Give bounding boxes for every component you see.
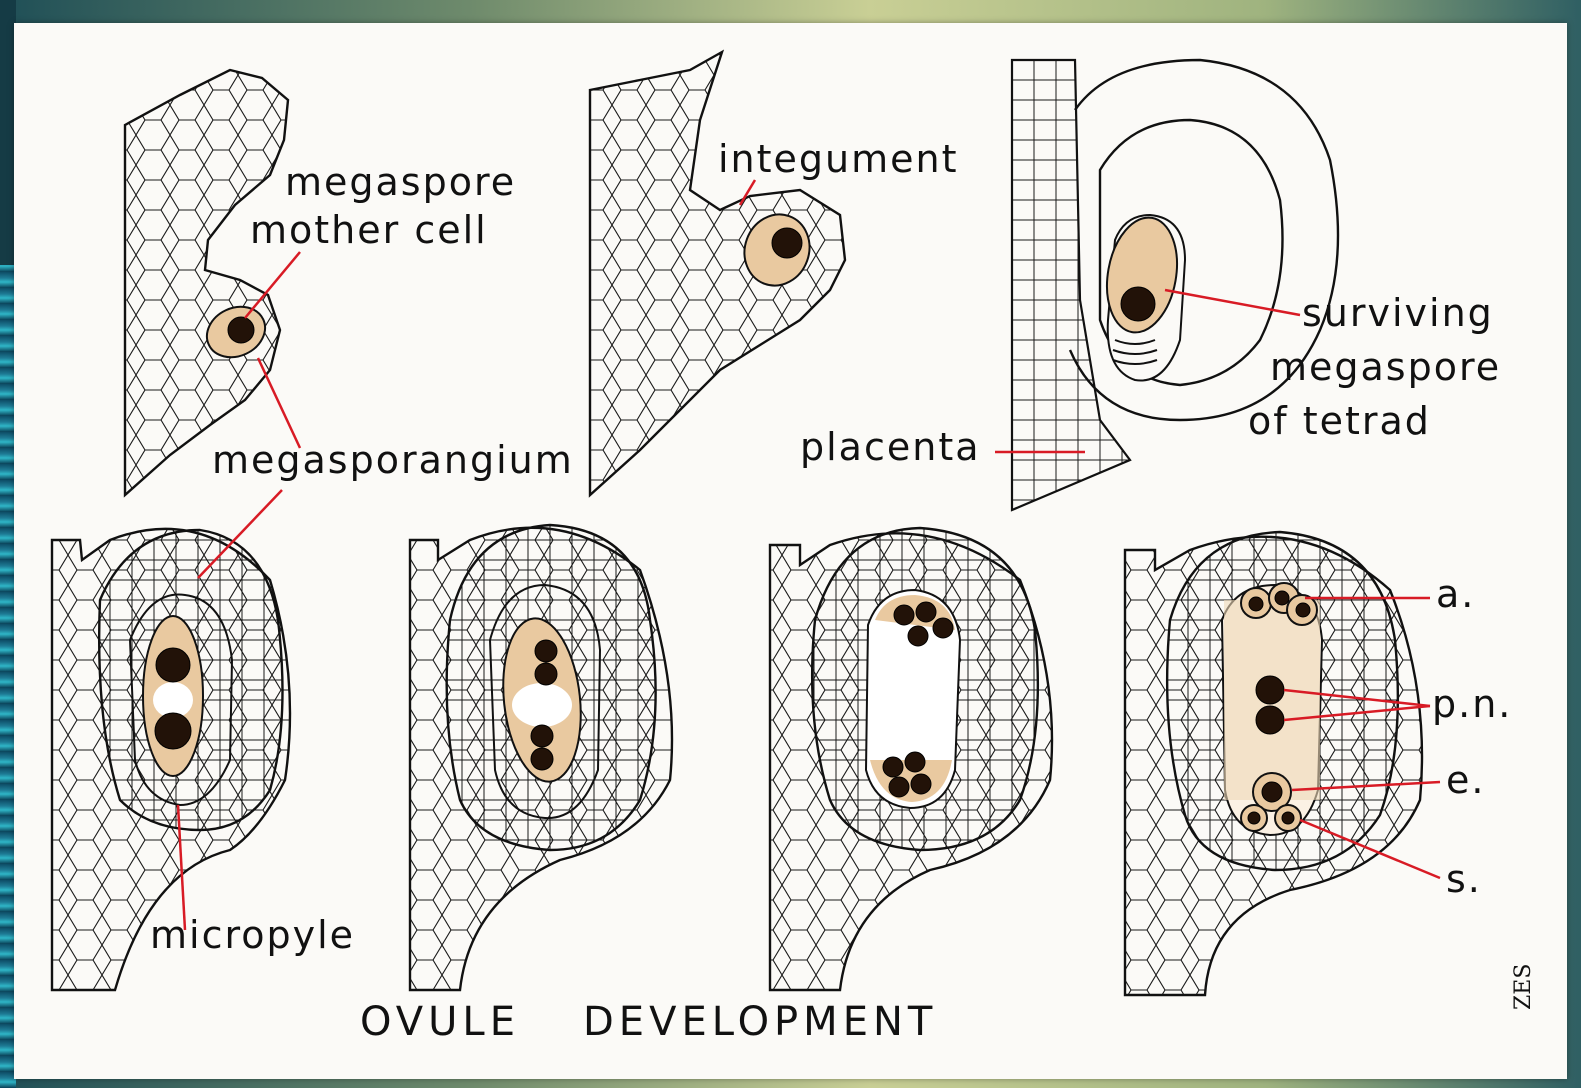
label-mother-cell: mother cell — [250, 208, 488, 252]
diagram-title: OVULE DEVELOPMENT — [360, 999, 937, 1045]
label-synergids: s. — [1446, 857, 1482, 901]
stage-6-nucleus-b2 — [905, 752, 925, 772]
stage-1-tissue — [125, 70, 288, 495]
ovule-development-diagram: megaspore mother cell integument survivi… — [14, 23, 1567, 1079]
title-word-development: DEVELOPMENT — [583, 999, 937, 1045]
title-word-ovule: OVULE — [360, 999, 520, 1045]
stage-6-nucleus-b1 — [883, 757, 903, 777]
stage-6-eight-nucleate — [770, 528, 1052, 990]
label-micropyle: micropyle — [150, 913, 355, 957]
stage-1-young-ovule — [125, 70, 288, 495]
stage-4-nucleus-top — [156, 648, 190, 682]
label-egg: e. — [1446, 758, 1485, 802]
stage-5-nucleus-1 — [535, 640, 557, 662]
stage-5-nucleus-2 — [535, 663, 557, 685]
label-polar-nuclei: p.n. — [1432, 682, 1512, 726]
stage-4-nucleus-bottom — [155, 713, 191, 749]
stage-5-four-nucleate — [410, 525, 672, 990]
stage-6-nucleus-t2 — [916, 602, 936, 622]
stage-5-nucleus-3 — [531, 725, 553, 747]
surviving-megaspore-nucleus — [1121, 287, 1155, 321]
stage-2-nucleus — [772, 228, 802, 258]
polar-nucleus-1 — [1256, 676, 1284, 704]
stage-6-nucleus-t4 — [933, 618, 953, 638]
stage-7-mature-embryo-sac — [1125, 532, 1422, 995]
stage-5-vacuole — [512, 683, 572, 727]
label-surviving-megaspore: megaspore — [1270, 345, 1501, 389]
label-of-tetrad: of tetrad — [1248, 399, 1431, 443]
label-integument: integument — [718, 137, 959, 181]
stage-6-nucleus-b4 — [911, 774, 931, 794]
artist-signature: ZES — [1511, 964, 1536, 1010]
label-megaspore: megaspore — [285, 160, 516, 204]
label-megasporangium: megasporangium — [212, 438, 574, 482]
mmc-nucleus — [228, 317, 254, 343]
label-antipodals: a. — [1436, 572, 1475, 616]
stage-6-nucleus-t3 — [908, 626, 928, 646]
illustration-sheet: megaspore mother cell integument survivi… — [14, 23, 1567, 1079]
label-surviving: surviving — [1302, 291, 1494, 335]
stage-6-nucleus-t1 — [894, 605, 914, 625]
stage-5-nucleus-4 — [531, 748, 553, 770]
polar-nucleus-2 — [1256, 706, 1284, 734]
stage-6-nucleus-b3 — [889, 777, 909, 797]
label-placenta: placenta — [800, 425, 981, 469]
